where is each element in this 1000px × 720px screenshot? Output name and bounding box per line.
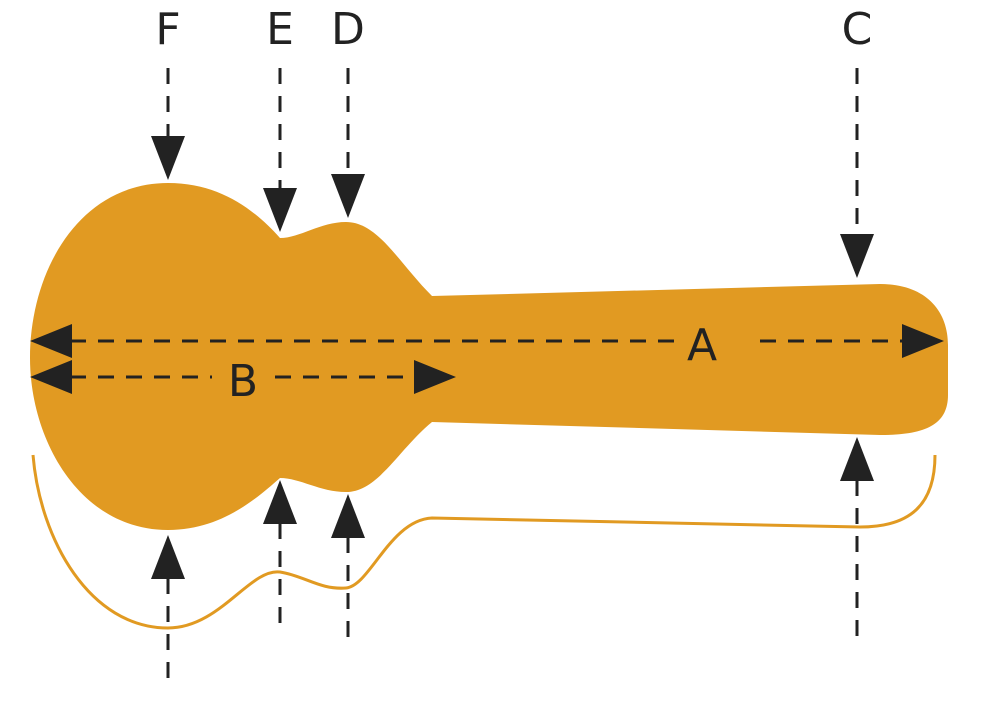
label-f: F: [155, 4, 180, 55]
label-b: B: [228, 356, 258, 407]
dimension-d-bottom-arrow: [331, 494, 365, 538]
dimension-d: D: [331, 4, 365, 645]
dimension-f-top-arrow: [151, 136, 185, 180]
dimension-a-left-arrow: [30, 324, 72, 358]
dimension-e-top-arrow: [263, 188, 297, 232]
label-c: C: [842, 4, 873, 55]
dimension-f: F: [151, 4, 185, 688]
dimension-e-bottom-arrow: [263, 480, 297, 524]
dimension-e: E: [263, 4, 297, 632]
dimension-a-right-arrow: [902, 324, 944, 358]
dimension-f-bottom-arrow: [151, 535, 185, 579]
dimension-c-top-arrow: [840, 234, 874, 278]
dimension-d-top-arrow: [331, 174, 365, 218]
dimension-b: B: [30, 356, 456, 407]
dimension-b-left-arrow: [30, 360, 72, 394]
label-a: A: [687, 320, 717, 371]
dimension-c-bottom-arrow: [840, 437, 874, 481]
dimension-c: C: [840, 4, 874, 645]
label-d: D: [331, 4, 365, 55]
dimension-b-right-arrow: [414, 360, 456, 394]
case-bottom-outline: [31, 454, 937, 630]
label-e: E: [266, 4, 294, 55]
dimension-a: A: [30, 320, 944, 371]
guitar-case-shape: [30, 183, 948, 530]
